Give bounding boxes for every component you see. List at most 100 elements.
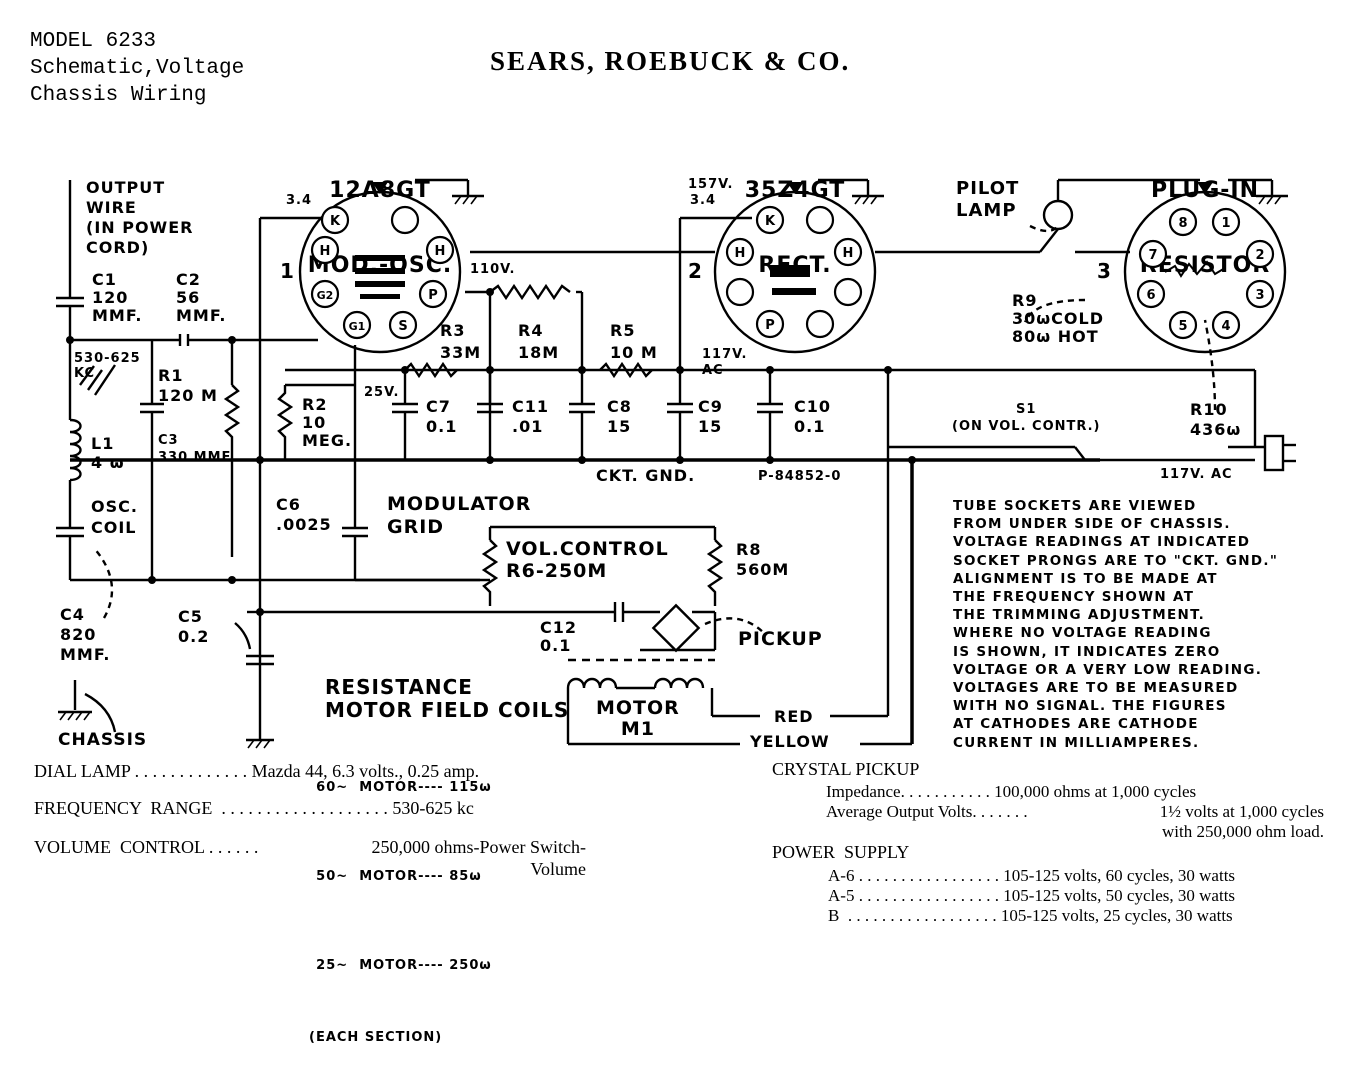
plate-voltage-110v: 110V. <box>470 262 516 277</box>
spec-label: Average Output Volts <box>826 802 973 821</box>
manufacturer-title: SEARS, ROEBUCK & CO. <box>490 46 851 76</box>
row-value: 250ω <box>449 958 492 973</box>
resistance-row: 50~ MOTOR---- 85ω <box>316 869 482 884</box>
spec-dots: . . . . . . . <box>972 802 1032 821</box>
row-part: MOTOR <box>359 869 419 884</box>
svg-text:7: 7 <box>1148 248 1157 263</box>
red-wire-label: RED <box>774 707 814 726</box>
tube3-socket <box>1123 190 1287 354</box>
c2-label: C2 56 MMF. <box>176 270 227 325</box>
svg-text:4: 4 <box>1221 319 1230 334</box>
svg-text:K: K <box>765 214 776 229</box>
spec-value: 100,000 ohms at 1,000 cycles <box>994 782 1197 801</box>
power-row: A-5 . . . . . . . . . . . . . . . . . 10… <box>828 886 1235 906</box>
motor-label: MOTOR M1 <box>596 697 680 740</box>
c6-label: C6 .0025 <box>276 495 332 534</box>
spec-dots: . . . . . . . . . . . . . . . . . . . <box>212 798 393 818</box>
crystal-avg-output: Average Output Volts. . . . . . . <box>826 802 1032 822</box>
svg-text:K: K <box>330 214 341 229</box>
row-value: 105-125 volts, 50 cycles, 30 watts <box>1003 886 1236 905</box>
svg-text:H: H <box>843 246 854 261</box>
tube3-pin-8: 8 <box>1168 207 1198 237</box>
tube3-pin-1: 1 <box>1211 207 1241 237</box>
plug-voltage-label: 117V. AC <box>1160 467 1233 482</box>
svg-text:8: 8 <box>1178 216 1187 231</box>
s1-label: S1 (ON VOL. CONTR.) <box>952 402 1101 434</box>
resistance-table-footer: (EACH SECTION) <box>309 1030 443 1045</box>
r8-label: R8 560M <box>736 540 790 579</box>
tube2-pins: K H H P <box>725 205 863 339</box>
row-dots: . . . . . . . . . . . . . . . . . <box>854 886 1004 905</box>
svg-text:S: S <box>398 319 407 334</box>
resistance-row: 25~ MOTOR---- 250ω <box>316 958 492 973</box>
pilot-lamp-label: PILOT LAMP <box>956 178 1020 221</box>
pickup-label: PICKUP <box>738 628 823 650</box>
tube1-pin-s: S <box>388 310 418 340</box>
r9-label: R9 30ωCOLD 80ω HOT <box>1012 291 1104 346</box>
l1-label: L1 4 ω <box>91 434 125 472</box>
tube3-pin-4: 4 <box>1211 310 1241 340</box>
tube2-cathode-current: 3.4 <box>690 193 717 208</box>
crystal-impedance: Impedance. . . . . . . . . . . 100,000 o… <box>826 782 1196 802</box>
tube1-pin-blank1 <box>390 205 420 235</box>
spec-label: DIAL LAMP <box>34 761 131 781</box>
tube1-pin-p: P <box>418 279 448 309</box>
tube2-pin-k: K <box>755 205 785 235</box>
tube3-pins: 8 1 7 2 6 3 5 4 <box>1136 207 1275 340</box>
tube1-pin-g2: G2 <box>310 279 340 309</box>
spec-dots: . . . . . . . . . . . <box>900 782 995 801</box>
c1-label: C1 120 MMF. <box>92 270 143 325</box>
document-subtitle: Schematic,Voltage <box>30 57 245 80</box>
circuit-ground-label: CKT. GND. <box>596 466 696 485</box>
row-hz: 25~ <box>316 958 349 973</box>
c11-label: C11 .01 <box>512 397 550 436</box>
pin-voltage-25v: 25V. <box>364 385 400 400</box>
notes-block: TUBE SOCKETS ARE VIEWED FROM UNDER SIDE … <box>953 498 1279 751</box>
modulator-grid-label: MODULATOR GRID <box>387 493 532 538</box>
tube1-pin-k: K <box>320 205 350 235</box>
c7-label: C7 0.1 <box>426 397 458 436</box>
svg-text:3: 3 <box>1255 288 1264 303</box>
r4-label: R4 18M <box>518 321 560 362</box>
spec-dots: . . . . . . . . . . . . . <box>130 761 252 781</box>
tube2-pin-h1: H <box>725 237 755 267</box>
row-dots: . . . . . . . . . . . . . . . . . <box>854 866 1004 885</box>
schematic-wiring: K H H G2 P G1 S K H H P 8 1 7 2 6 3 <box>56 178 1296 749</box>
yellow-wire-label: YELLOW <box>750 732 830 751</box>
spec-dial-lamp: DIAL LAMP . . . . . . . . . . . . . Mazd… <box>34 760 479 782</box>
svg-text:1: 1 <box>1221 216 1230 231</box>
c10-label: C10 0.1 <box>794 397 832 436</box>
row-hz: 50~ <box>316 869 349 884</box>
r3-label: R3 33M <box>440 321 482 362</box>
svg-text:2: 2 <box>1255 248 1264 263</box>
c3-label: C3 330 MMF. <box>158 433 236 465</box>
tube1-cathode-current: 3.4 <box>286 193 313 208</box>
power-supply-title: POWER SUPPLY <box>772 842 910 862</box>
tube2-voltage: 157V. <box>688 177 734 192</box>
tube2-pin-blank1 <box>805 205 835 235</box>
power-row: A-6 . . . . . . . . . . . . . . . . . 10… <box>828 866 1235 886</box>
c5-label: C5 0.2 <box>178 607 210 646</box>
model-number: MODEL 6233 <box>30 30 157 53</box>
svg-text:1: 1 <box>280 259 294 283</box>
tube1-pin-g1: G1 <box>342 310 372 340</box>
osc-coil-label: OSC. COIL <box>91 497 138 537</box>
tube1-pin-h2: H <box>425 235 455 265</box>
schematic-sheet: MODEL 6233 Schematic,Voltage Chassis Wir… <box>30 30 1324 1045</box>
tube2-pin-blank4 <box>805 309 835 339</box>
r10-label: R10 436ω <box>1190 400 1242 439</box>
spec-dots: . . . . . . <box>204 837 263 857</box>
chassis-label: CHASSIS <box>58 730 148 750</box>
row-model: A-6 <box>828 866 855 885</box>
svg-text:G1: G1 <box>349 320 366 333</box>
spec-value: 530-625 kc <box>392 798 474 818</box>
svg-text:6: 6 <box>1146 288 1155 303</box>
caps-row <box>392 370 783 460</box>
svg-text:2: 2 <box>688 259 702 283</box>
spec-value: Mazda 44, 6.3 volts., 0.25 amp. <box>251 761 480 781</box>
row-hz: 60~ <box>316 780 349 795</box>
row-part: MOTOR <box>359 958 419 973</box>
c4-label: C4 820 MMF. <box>60 605 111 664</box>
svg-text:3: 3 <box>1097 259 1111 283</box>
ac-voltage-label: 117V. AC <box>702 347 748 378</box>
